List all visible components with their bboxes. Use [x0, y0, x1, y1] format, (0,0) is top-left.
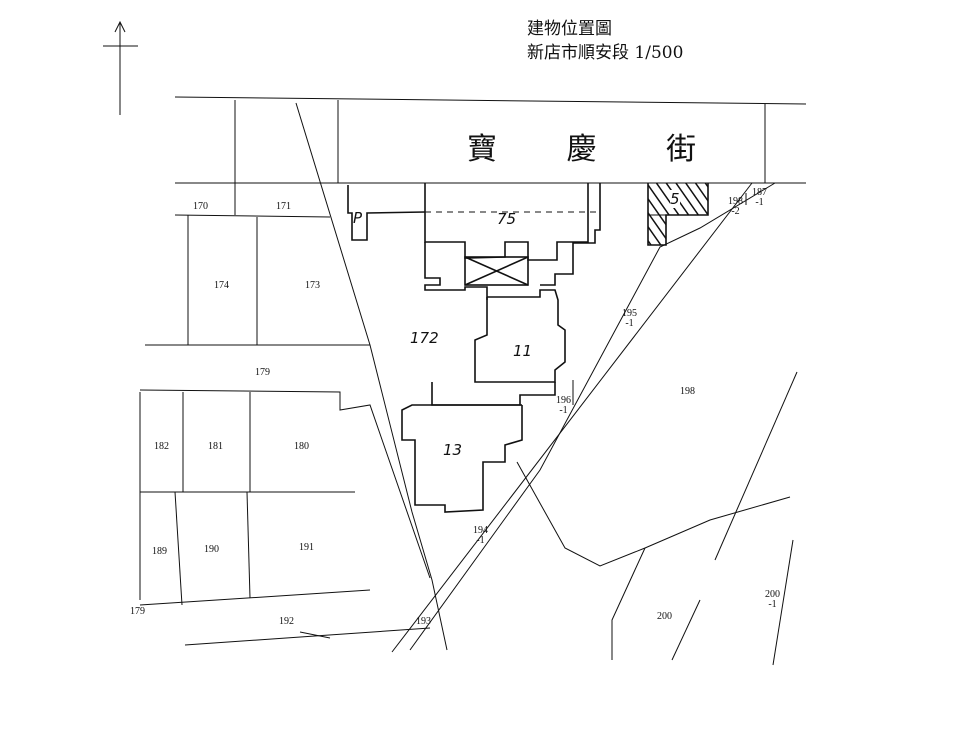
- parcel-label: 198-2: [728, 196, 743, 217]
- parcel-label: 189: [152, 546, 167, 557]
- road-name: 寶 慶 街: [467, 132, 727, 167]
- parcel-label: 195-1: [622, 308, 637, 329]
- parcel-label: 174: [214, 280, 229, 291]
- handwritten-label: 11: [513, 342, 533, 360]
- map-title: 建物位置圖: [527, 19, 612, 39]
- handwritten-label: 172: [410, 329, 439, 347]
- parcel-label: 194-1: [473, 525, 488, 546]
- handwritten-label: P: [353, 209, 363, 227]
- parcel-label: 173: [305, 280, 320, 291]
- parcel-label: 200-1: [765, 589, 780, 610]
- hatched-building-part: [647, 214, 667, 246]
- handwritten-label: 5: [670, 190, 680, 208]
- parcel-label: 198: [680, 386, 695, 397]
- parcel-label: 180: [294, 441, 309, 452]
- parcel-label: 171: [276, 201, 291, 212]
- parcel-label: 179: [255, 367, 270, 378]
- parcel-label: 200: [657, 611, 672, 622]
- parcel-label: 182: [154, 441, 169, 452]
- building-footprint: [347, 183, 601, 513]
- parcel-label: 179: [130, 606, 145, 617]
- handwritten-label: 13: [443, 441, 463, 459]
- parcel-label: 192: [279, 616, 294, 627]
- parcel-label: 193: [416, 616, 431, 627]
- parcel-label: 181: [208, 441, 223, 452]
- parcel-label: 187-1: [752, 187, 767, 208]
- parcel-lines: [139, 102, 798, 666]
- parcel-label: 190: [204, 544, 219, 555]
- handwritten-label: 75: [497, 210, 517, 228]
- map-subtitle: 新店市順安段 1/500: [527, 43, 684, 63]
- parcel-label: 196-1: [556, 395, 571, 416]
- parcel-label: 170: [193, 201, 208, 212]
- parcel-label: 191: [299, 542, 314, 553]
- north-arrow-icon: [103, 20, 138, 115]
